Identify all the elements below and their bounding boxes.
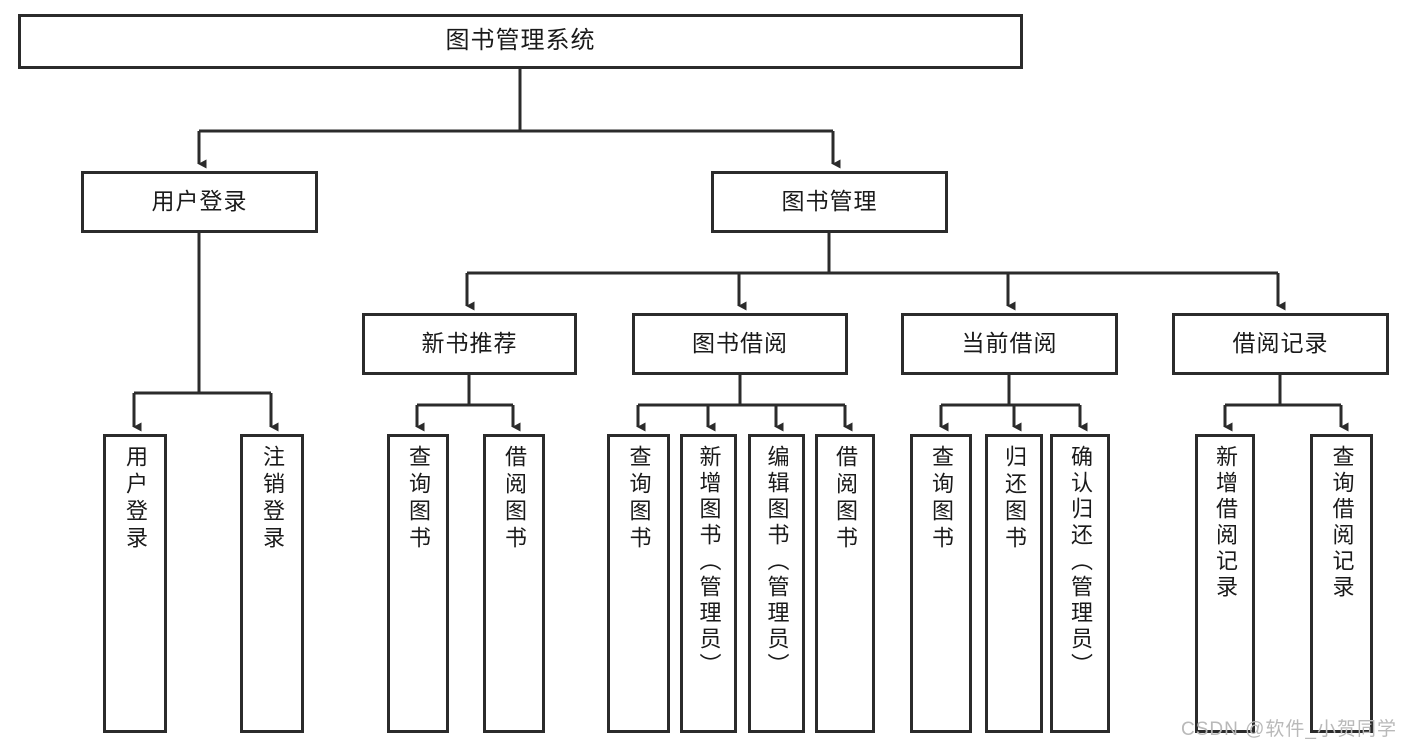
leaf-current-confirm-return[interactable]: 确认归还（管理员） [1050, 434, 1110, 733]
leaf-borrow-add-book[interactable]: 新增图书（管理员） [680, 434, 737, 733]
leaf-borrow-query-book-label: 查询图书 [626, 445, 652, 553]
leaf-borrow-edit-book-label: 编辑图书（管理员） [764, 445, 790, 679]
node-borrow-record[interactable]: 借阅记录 [1172, 313, 1389, 375]
leaf-current-return-book[interactable]: 归还图书 [985, 434, 1043, 733]
node-book-borrow[interactable]: 图书借阅 [632, 313, 848, 375]
leaf-recommend-borrow-book[interactable]: 借阅图书 [483, 434, 545, 733]
leaf-record-add-label: 新增借阅记录 [1213, 445, 1238, 601]
node-root-label: 图书管理系统 [445, 27, 596, 55]
leaf-record-query-label: 查询借阅记录 [1329, 445, 1355, 601]
leaf-borrow-query-book[interactable]: 查询图书 [607, 434, 670, 733]
leaf-borrow-add-book-label: 新增图书（管理员） [696, 445, 722, 679]
node-book-borrow-label: 图书借阅 [692, 330, 788, 357]
node-book-management-label: 图书管理 [781, 188, 878, 215]
leaf-user-logout-label: 注销登录 [260, 445, 285, 553]
leaf-user-login[interactable]: 用户登录 [103, 434, 167, 733]
leaf-record-query[interactable]: 查询借阅记录 [1310, 434, 1373, 733]
leaf-user-logout[interactable]: 注销登录 [240, 434, 304, 733]
node-root-system[interactable]: 图书管理系统 [18, 14, 1023, 69]
leaf-recommend-query-book-label: 查询图书 [406, 445, 431, 553]
leaf-recommend-query-book[interactable]: 查询图书 [387, 434, 449, 733]
node-current-borrow-label: 当前借阅 [961, 330, 1058, 357]
node-current-borrow[interactable]: 当前借阅 [901, 313, 1118, 375]
node-new-book-recommend-label: 新书推荐 [421, 330, 518, 357]
node-user-login-label: 用户登录 [151, 188, 248, 215]
leaf-current-confirm-return-label: 确认归还（管理员） [1068, 445, 1093, 679]
leaf-current-query-book-label: 查询图书 [929, 445, 954, 553]
leaf-recommend-borrow-book-label: 借阅图书 [502, 445, 527, 553]
node-borrow-record-label: 借阅记录 [1232, 330, 1329, 357]
leaf-borrow-borrow-book-label: 借阅图书 [833, 445, 858, 553]
leaf-borrow-borrow-book[interactable]: 借阅图书 [815, 434, 875, 733]
leaf-current-return-book-label: 归还图书 [1002, 445, 1027, 553]
node-new-book-recommend[interactable]: 新书推荐 [362, 313, 577, 375]
node-book-management[interactable]: 图书管理 [711, 171, 948, 233]
leaf-current-query-book[interactable]: 查询图书 [910, 434, 972, 733]
leaf-borrow-edit-book[interactable]: 编辑图书（管理员） [748, 434, 805, 733]
leaf-user-login-label: 用户登录 [123, 445, 148, 553]
leaf-record-add[interactable]: 新增借阅记录 [1195, 434, 1255, 733]
node-user-login[interactable]: 用户登录 [81, 171, 318, 233]
